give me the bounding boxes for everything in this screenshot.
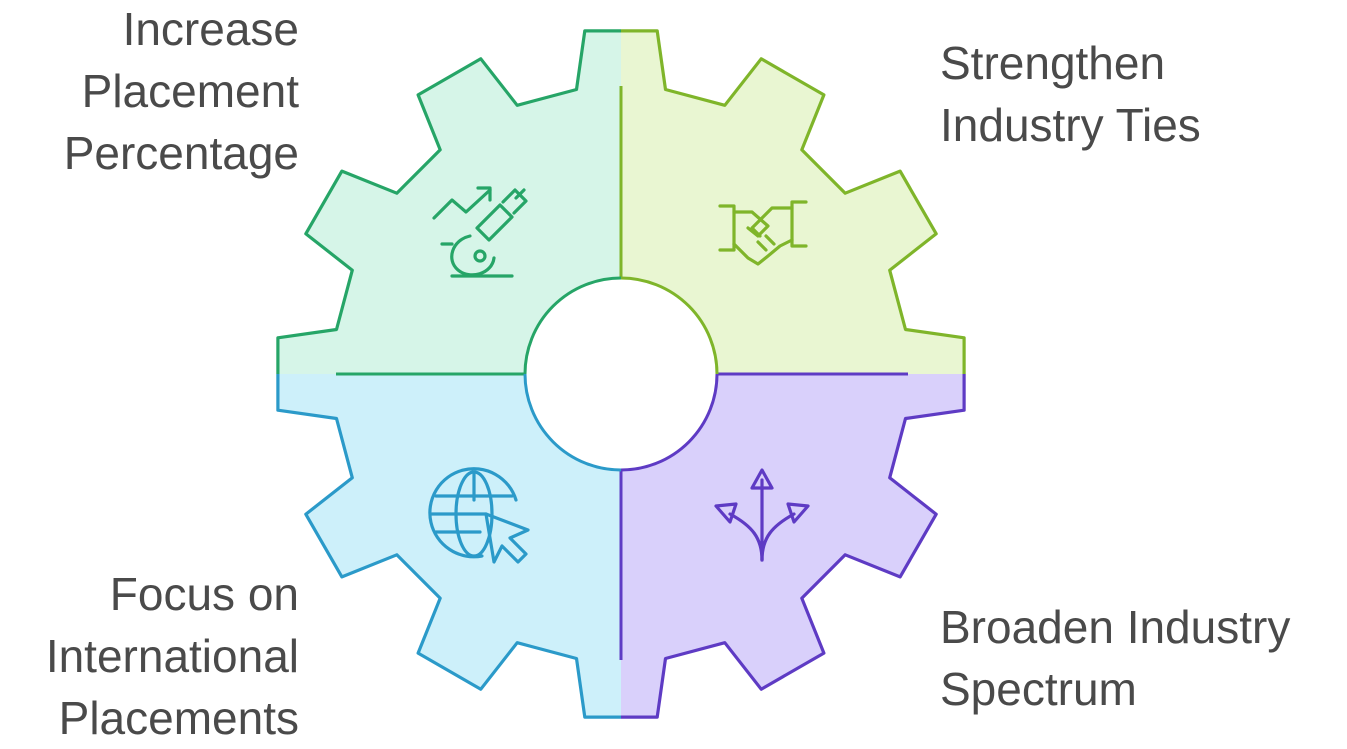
label-line: International bbox=[45, 630, 299, 682]
label-line: Spectrum bbox=[940, 663, 1137, 715]
label-line: Placement bbox=[81, 65, 299, 117]
label-line: Industry Ties bbox=[940, 99, 1201, 151]
label-line: Strengthen bbox=[940, 37, 1166, 89]
growth-microscope-icon bbox=[432, 186, 528, 278]
label-broaden-industry-spectrum: Broaden Industry Spectrum bbox=[940, 596, 1290, 720]
label-increase-placement-percentage: Increase Placement Percentage bbox=[64, 0, 299, 184]
center-hole-arc-top-right bbox=[620, 276, 719, 375]
gear-segment-bottom-left bbox=[276, 374, 621, 719]
center-hole-arc-top-left bbox=[523, 276, 622, 375]
center-hole-arc-bottom-left bbox=[523, 373, 622, 472]
label-line: Increase bbox=[122, 3, 299, 55]
label-line: Broaden Industry bbox=[940, 601, 1291, 653]
globe-cursor-icon bbox=[428, 467, 530, 564]
label-strengthen-industry-ties: Strengthen Industry Ties bbox=[940, 32, 1201, 156]
handshake-icon bbox=[718, 200, 808, 266]
branching-arrows-icon bbox=[714, 468, 810, 562]
label-focus-international-placements: Focus on International Placements bbox=[46, 563, 299, 749]
center-hole-arc-bottom-right bbox=[620, 373, 719, 472]
label-line: Percentage bbox=[63, 127, 299, 179]
gear-segment-bottom-right bbox=[621, 374, 966, 719]
label-line: Focus on bbox=[109, 568, 299, 620]
label-line: Placements bbox=[58, 692, 299, 744]
